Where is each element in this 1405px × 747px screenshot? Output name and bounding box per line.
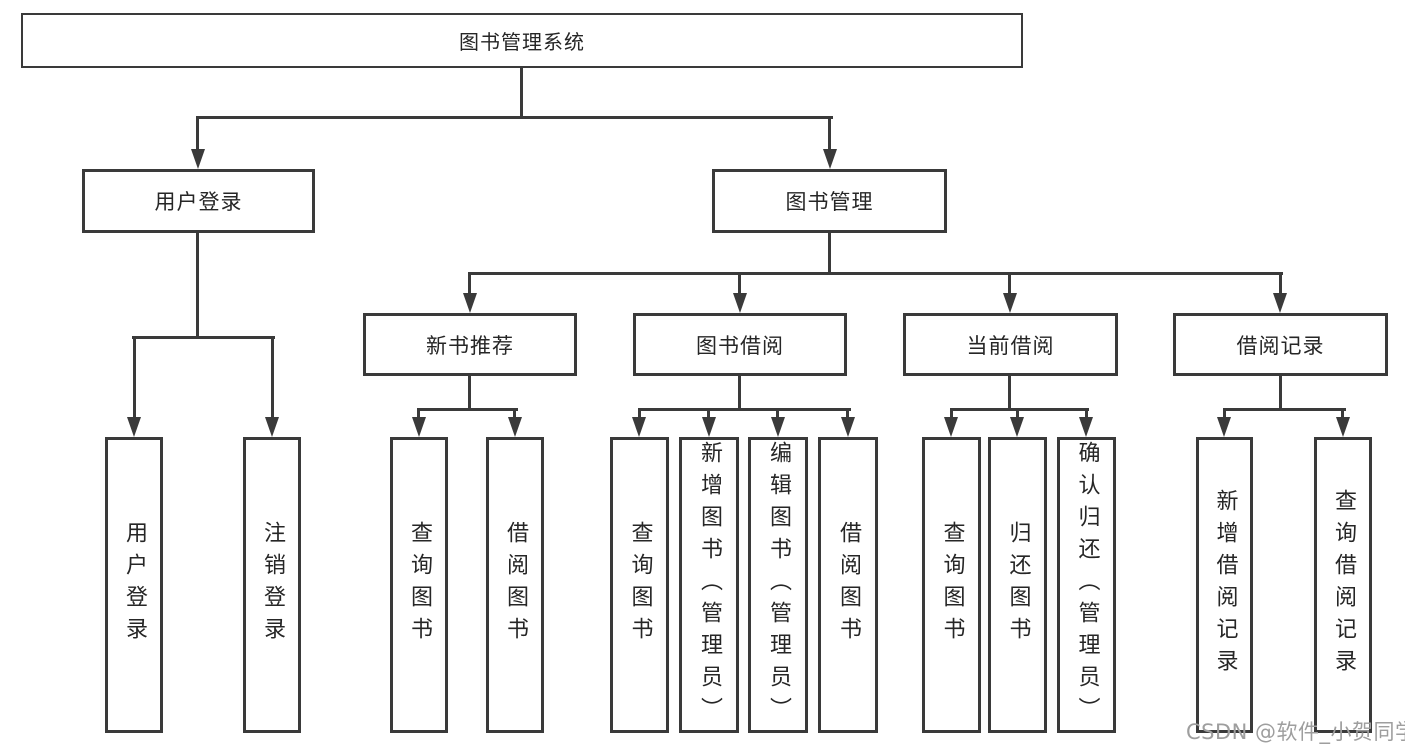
- edge-current-hbar: [950, 408, 1089, 411]
- arrow-borrowing: [733, 293, 747, 313]
- leaf-current-return: 归还图书: [988, 437, 1047, 733]
- arrow-bb-borrow: [841, 417, 855, 437]
- leaf-current-confirm: 确认归还（管理员）: [1057, 437, 1116, 733]
- leaf-borrowing-add-label: 新增图书（管理员）: [697, 441, 722, 729]
- edge-drop-leaf-user-login: [133, 336, 136, 421]
- leaf-newbooks-query: 查询图书: [390, 437, 448, 733]
- edge-records-hbar: [1223, 408, 1346, 411]
- leaf-newbooks-borrow-label: 借阅图书: [503, 521, 528, 649]
- edge-borrowing-trunk: [738, 373, 741, 411]
- edge-book-mgmt-hbar: [468, 272, 1283, 275]
- leaf-current-return-label: 归还图书: [1005, 521, 1031, 649]
- node-current-borrow: 当前借阅: [903, 313, 1118, 376]
- edge-drop-borrowing: [738, 272, 741, 296]
- edge-drop-cb-return: [1016, 408, 1019, 421]
- edge-drop-bb-add: [707, 408, 710, 421]
- node-book-borrow: 图书借阅: [633, 313, 847, 376]
- edge-drop-cb-query: [950, 408, 953, 421]
- leaf-records-query: 查询借阅记录: [1314, 437, 1372, 733]
- arrow-nb-query: [412, 417, 426, 437]
- node-new-books-label: 新书推荐: [426, 333, 514, 358]
- edge-current-trunk: [1008, 373, 1011, 411]
- leaf-borrowing-add: 新增图书（管理员）: [679, 437, 739, 733]
- node-borrow-records: 借阅记录: [1173, 313, 1388, 376]
- arrow-br-query: [1336, 417, 1350, 437]
- leaf-current-confirm-label: 确认归还（管理员）: [1074, 441, 1100, 729]
- leaf-records-add: 新增借阅记录: [1196, 437, 1253, 733]
- arrow-bb-edit: [771, 417, 785, 437]
- node-book-borrow-label: 图书借阅: [696, 333, 784, 358]
- edge-drop-records: [1279, 272, 1282, 296]
- edge-new-books-hbar: [417, 408, 518, 411]
- node-current-borrow-label: 当前借阅: [966, 333, 1055, 358]
- leaf-records-add-label: 新增借阅记录: [1212, 489, 1238, 681]
- arrow-cb-confirm: [1079, 417, 1093, 437]
- edge-drop-br-add: [1223, 408, 1226, 421]
- arrow-bb-query: [632, 417, 646, 437]
- leaf-newbooks-query-label: 查询图书: [407, 521, 432, 649]
- node-user-login: 用户登录: [82, 169, 315, 233]
- leaf-borrowing-edit-label: 编辑图书（管理员）: [766, 441, 791, 729]
- edge-drop-cb-confirm: [1085, 408, 1088, 421]
- edge-drop-nb-borrow: [513, 408, 516, 421]
- edge-drop-nb-query: [417, 408, 420, 421]
- edge-book-mgmt-trunk: [828, 231, 831, 275]
- node-new-books: 新书推荐: [363, 313, 577, 376]
- leaf-current-query: 查询图书: [922, 437, 981, 733]
- leaf-user-login-label: 用户登录: [122, 521, 147, 649]
- edge-drop-book-mgmt: [828, 116, 831, 152]
- leaf-newbooks-borrow: 借阅图书: [486, 437, 544, 733]
- edge-drop-new-books: [468, 272, 471, 296]
- leaf-logout: 注销登录: [243, 437, 301, 733]
- arrow-cb-return: [1010, 417, 1024, 437]
- arrow-current: [1003, 293, 1017, 313]
- edge-drop-br-query: [1341, 408, 1344, 421]
- arrow-book-mgmt: [823, 149, 837, 169]
- leaf-borrowing-edit: 编辑图书（管理员）: [748, 437, 808, 733]
- edge-drop-bb-edit: [776, 408, 779, 421]
- edge-user-login-hbar: [132, 336, 275, 339]
- arrow-bb-add: [702, 417, 716, 437]
- node-root-label: 图书管理系统: [459, 30, 585, 54]
- leaf-borrowing-borrow-label: 借阅图书: [836, 521, 861, 649]
- arrow-cb-query: [944, 417, 958, 437]
- arrow-records: [1273, 293, 1287, 313]
- node-book-mgmt: 图书管理: [712, 169, 947, 233]
- leaf-borrowing-query: 查询图书: [610, 437, 669, 733]
- edge-drop-leaf-logout: [271, 336, 274, 421]
- edge-records-trunk: [1279, 373, 1282, 411]
- edge-root-hbar: [196, 116, 833, 119]
- node-root: 图书管理系统: [21, 13, 1023, 68]
- node-borrow-records-label: 借阅记录: [1236, 333, 1325, 358]
- edge-drop-current: [1008, 272, 1011, 296]
- edge-borrowing-hbar: [638, 408, 851, 411]
- leaf-logout-label: 注销登录: [260, 521, 285, 649]
- edge-drop-user-login: [196, 116, 199, 152]
- arrow-leaf-user-login: [127, 417, 141, 437]
- csdn-watermark: CSDN @软件_小贺同学: [1186, 720, 1405, 744]
- arrow-br-add: [1217, 417, 1231, 437]
- edge-user-login-trunk: [196, 231, 199, 339]
- edge-drop-bb-borrow: [846, 408, 849, 421]
- edge-new-books-trunk: [468, 373, 471, 411]
- edge-drop-bb-query: [638, 408, 641, 421]
- arrow-leaf-logout: [265, 417, 279, 437]
- node-user-login-label: 用户登录: [154, 190, 243, 214]
- leaf-records-query-label: 查询借阅记录: [1331, 489, 1356, 681]
- edge-root-trunk: [520, 66, 523, 118]
- leaf-user-login: 用户登录: [105, 437, 163, 733]
- arrow-nb-borrow: [508, 417, 522, 437]
- arrow-new-books: [463, 293, 477, 313]
- arrow-user-login: [191, 149, 205, 169]
- leaf-borrowing-borrow: 借阅图书: [818, 437, 878, 733]
- leaf-current-query-label: 查询图书: [939, 521, 965, 649]
- leaf-borrowing-query-label: 查询图书: [627, 521, 653, 649]
- node-book-mgmt-label: 图书管理: [785, 190, 874, 214]
